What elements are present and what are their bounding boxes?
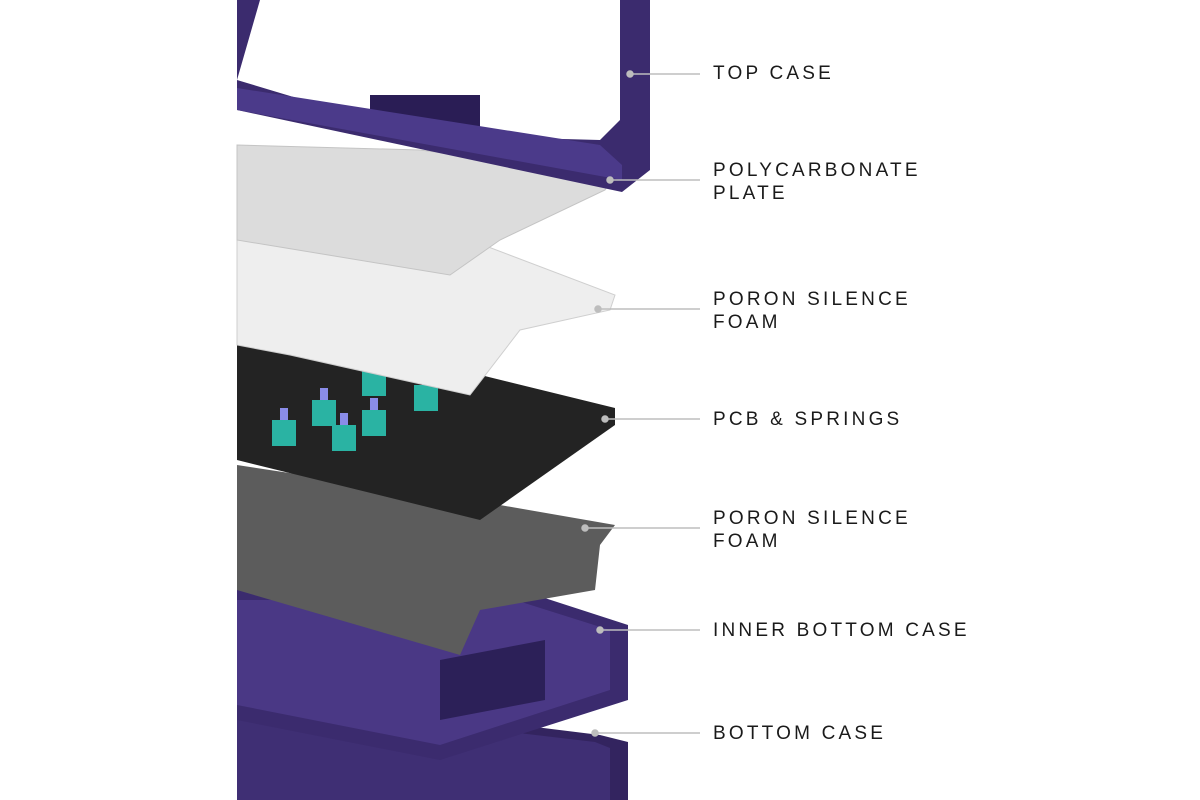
- label-inner-bottom-case: INNER BOTTOM CASE: [713, 619, 970, 642]
- label-text: PLATE: [713, 183, 788, 204]
- label-text: POLYCARBONATE: [713, 160, 921, 181]
- label-bottom-case: BOTTOM CASE: [713, 722, 886, 745]
- label-text: FOAM: [713, 312, 781, 333]
- inner-bottom-case-layer: [237, 590, 628, 760]
- label-text: TOP CASE: [713, 63, 834, 84]
- label-text: FOAM: [713, 531, 781, 552]
- label-text: PORON SILENCE: [713, 289, 911, 310]
- top-case-layer: [237, 0, 650, 192]
- switches: [272, 370, 438, 451]
- pcb-layer: [237, 345, 615, 520]
- label-top-case: TOP CASE: [713, 62, 834, 85]
- label-pcb-springs: PCB & SPRINGS: [713, 408, 902, 431]
- label-text: PCB & SPRINGS: [713, 409, 903, 430]
- label-text: PORON SILENCE: [713, 508, 911, 529]
- label-text: BOTTOM CASE: [713, 723, 887, 744]
- leader-lines: [581, 70, 700, 737]
- top-foam-layer: [236, 224, 616, 396]
- label-text: INNER BOTTOM CASE: [713, 620, 970, 641]
